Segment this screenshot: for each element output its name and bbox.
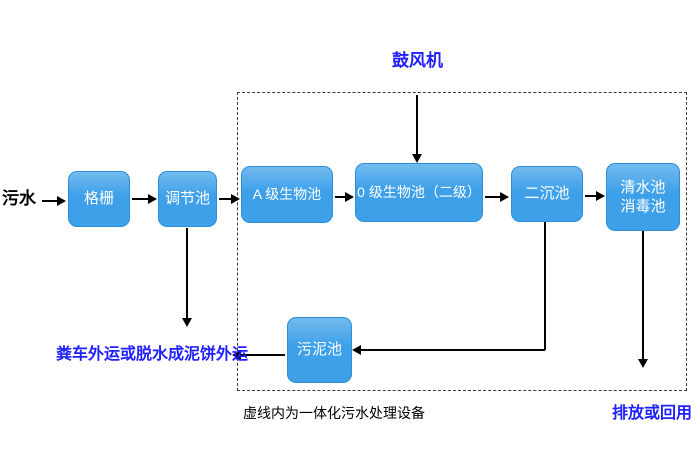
node-clear-water-label: 清水池 xyxy=(620,178,666,196)
arrow-regulating-to-sludge-out xyxy=(182,228,192,327)
arrow-a-bio-to-o-bio xyxy=(335,192,354,202)
node-a-bio-tank: A 级生物池 xyxy=(241,166,333,223)
node-clear-water-disinfection-tank: 清水池 消毒池 xyxy=(606,163,680,231)
arrow-sedimentation-to-clear-water xyxy=(585,191,605,201)
source-label: 污水 xyxy=(2,189,36,208)
node-regulating-tank-label: 调节池 xyxy=(164,190,210,208)
node-regulating-tank: 调节池 xyxy=(158,171,217,227)
discharge-label: 排放或回用 xyxy=(612,405,693,422)
node-disinfection-label: 消毒池 xyxy=(620,198,666,215)
arrow-blower-to-o-bio xyxy=(412,95,422,163)
arrow-sludge-tank-to-sludge-out xyxy=(232,350,285,360)
node-o-bio-tank: 0 级生物池（二级） xyxy=(355,163,483,222)
dashed-boundary-caption: 虚线内为一体化污水处理设备 xyxy=(243,405,425,421)
arrow-regulating-to-a-bio xyxy=(219,194,240,204)
arrow-sedimentation-to-sludge-tank xyxy=(352,345,545,355)
arrow-grid-to-regulating xyxy=(132,194,157,204)
line-sedimentation-down xyxy=(544,222,546,350)
blower-label: 鼓风机 xyxy=(392,51,443,70)
sludge-out-label: 粪车外运或脱水成泥饼外运 xyxy=(56,346,249,363)
node-o-bio-tank-label: 0 级生物池（二级） xyxy=(357,184,481,201)
arrow-source-to-grid xyxy=(42,196,66,206)
integrated-equipment-boundary xyxy=(237,92,687,391)
node-grid: 格栅 xyxy=(68,171,130,227)
arrow-o-bio-to-sedimentation xyxy=(485,192,509,202)
node-secondary-sedimentation-tank: 二沉池 xyxy=(511,166,583,222)
node-secondary-sedimentation-tank-label: 二沉池 xyxy=(524,185,570,203)
node-grid-label: 格栅 xyxy=(83,190,114,208)
node-sludge-tank: 污泥池 xyxy=(287,317,352,383)
arrow-clear-water-to-discharge xyxy=(638,231,648,368)
node-a-bio-tank-label: A 级生物池 xyxy=(252,186,322,203)
node-sludge-tank-label: 污泥池 xyxy=(296,341,342,359)
